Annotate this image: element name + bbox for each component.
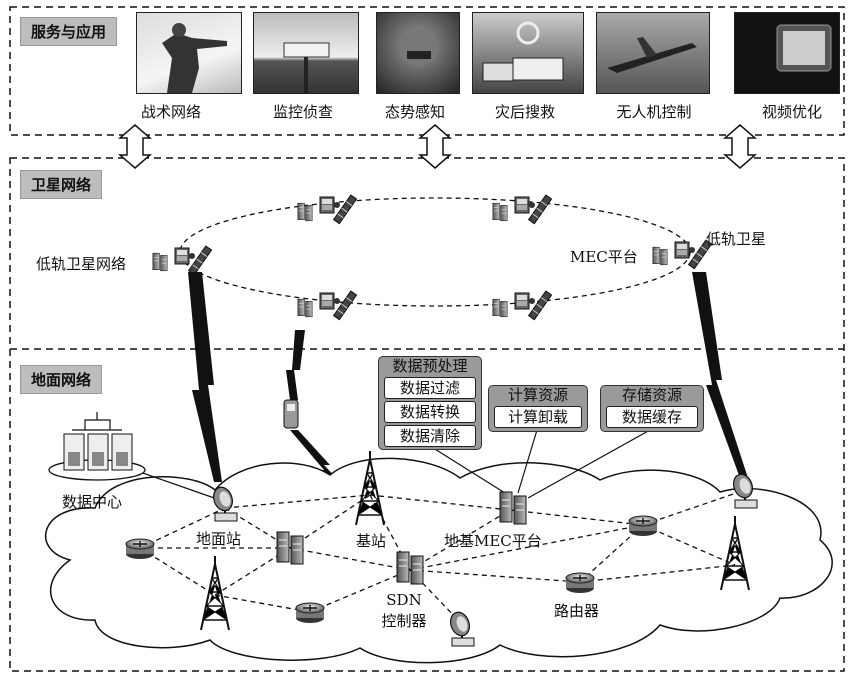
data-preprocessing-box: 数据预处理 数据过滤 数据转换 数据清除	[378, 356, 482, 450]
router-label: 路由器	[554, 602, 600, 620]
network-layer-frame	[9, 157, 845, 672]
box-item: 数据转换	[384, 401, 476, 423]
app-label: 视频优化	[761, 103, 823, 121]
handheld-radio-icon	[283, 390, 299, 429]
service-layer-tag: 服务与应用	[20, 17, 118, 46]
data-center-label: 数据中心	[62, 493, 123, 511]
leo-satellite-label: 低轨卫星	[706, 230, 767, 248]
data-center-icon	[48, 412, 146, 481]
satellite-icon	[152, 245, 213, 276]
box-item: 数据缓存	[606, 406, 698, 428]
helmet-icon	[376, 12, 460, 94]
sdn-label: SDN	[386, 591, 422, 609]
box-title: 数据预处理	[392, 357, 468, 375]
satellite-icon	[652, 239, 713, 270]
box-item: 数据清除	[384, 425, 476, 447]
double-arrow-icon	[117, 124, 758, 169]
box-title: 计算资源	[507, 386, 568, 404]
router-icon	[295, 602, 325, 624]
satellite-icon	[297, 290, 358, 321]
camera-icon	[253, 12, 359, 94]
router-icon	[565, 572, 595, 594]
satellite-icon	[297, 194, 358, 225]
router-icon	[628, 515, 658, 537]
drone-icon	[596, 12, 710, 94]
box-item: 计算卸载	[494, 406, 582, 428]
ground-layer-tag: 地面网络	[20, 365, 103, 394]
controller-label: 控制器	[381, 612, 427, 630]
app-label: 战术网络	[140, 103, 202, 121]
soldier-icon	[136, 12, 242, 94]
storage-resource-box: 存储资源 数据缓存	[600, 385, 704, 432]
app-label: 灾后搜救	[494, 103, 556, 121]
leo-network-label: 低轨卫星网络	[36, 255, 127, 273]
vehicle-icon	[472, 12, 584, 94]
base-station-label: 基站	[356, 532, 387, 550]
satellite-layer-tag: 卫星网络	[20, 170, 103, 199]
app-label: 监控侦查	[272, 103, 334, 121]
app-label: 无人机控制	[616, 103, 692, 121]
router-icon	[125, 538, 155, 560]
ground-mec-label: 地基MEC平台	[444, 532, 542, 550]
mec-platform-label: MEC平台	[570, 248, 638, 266]
compute-resource-box: 计算资源 计算卸载	[488, 385, 588, 432]
ground-network-cloud	[44, 457, 833, 664]
satellite-icon	[492, 290, 553, 321]
app-label: 态势感知	[384, 103, 446, 121]
box-item: 数据过滤	[384, 377, 476, 399]
screen-icon	[734, 12, 840, 94]
box-title: 存储资源	[621, 386, 682, 404]
service-layer-frame	[9, 6, 845, 136]
ground-station-label: 地面站	[196, 530, 242, 548]
